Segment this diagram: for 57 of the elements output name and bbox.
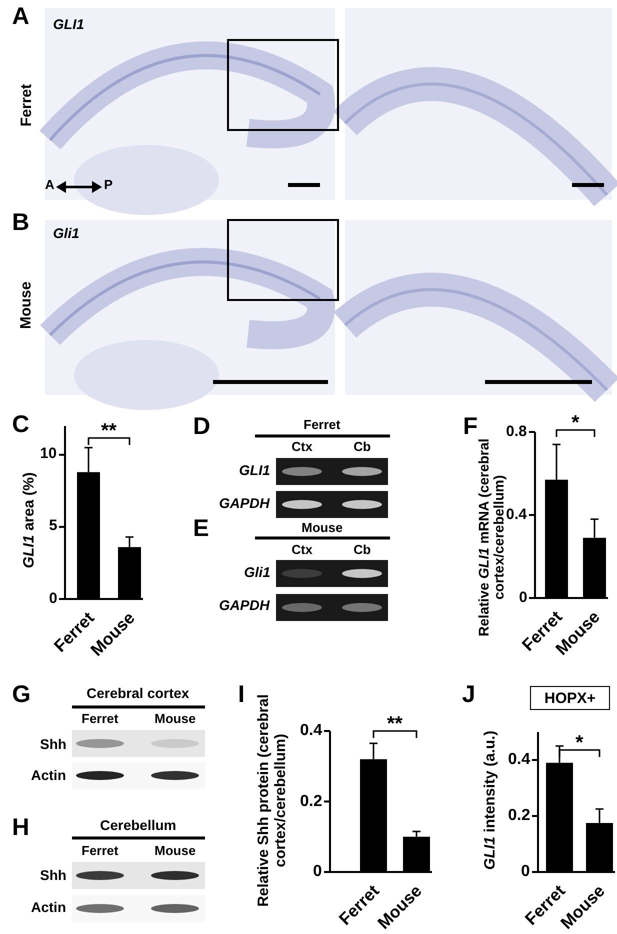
label: Ferret: [82, 712, 118, 726]
significance-marker: **: [387, 713, 403, 735]
label: GLI1: [239, 463, 270, 478]
tick-label: 0.4: [508, 751, 530, 769]
label: GLI1: [53, 17, 84, 32]
tick-label: 0: [519, 590, 528, 606]
tick-label: 0.2: [300, 792, 322, 810]
label: GAPDH: [219, 496, 270, 512]
label: P: [104, 178, 113, 192]
box-label: HOPX+: [544, 690, 596, 706]
label: Mouse: [154, 712, 196, 726]
label: Cb: [354, 543, 371, 558]
panel-letter: J: [462, 682, 476, 708]
axis-title: GLI1 intensity (a.u.): [482, 730, 498, 870]
panel-letter: A: [12, 4, 30, 30]
tick-label: 0: [313, 863, 322, 881]
significance-marker: *: [576, 732, 584, 754]
label: Ferret: [82, 844, 118, 858]
tick-label: 0: [521, 863, 530, 881]
label: Mouse: [154, 844, 196, 858]
label: Cerebellum: [100, 818, 176, 834]
panel-letter: E: [193, 516, 210, 542]
row-label: Mouse: [18, 281, 35, 328]
panel-letter: G: [12, 682, 31, 708]
significance-marker: *: [572, 412, 580, 434]
label: Actin: [31, 768, 66, 784]
tick-label: 0.4: [506, 506, 527, 522]
label: Ctx: [292, 440, 312, 454]
tick-label: 10: [40, 446, 57, 463]
label: Gli1: [53, 226, 80, 242]
label: Actin: [31, 900, 66, 916]
label-box: [530, 686, 610, 710]
panel-letter: F: [463, 414, 478, 440]
label: Shh: [40, 868, 66, 884]
label: Cerebral cortex: [86, 686, 190, 702]
panel-letter: B: [12, 210, 30, 236]
tick-label: 5: [49, 518, 58, 535]
label: Ferret: [304, 418, 340, 432]
label: Shh: [40, 737, 66, 752]
significance-marker: **: [101, 420, 117, 442]
tick-label: 0.4: [300, 722, 322, 740]
row-label: Ferret: [18, 83, 36, 126]
tick-label: 0.8: [506, 424, 527, 440]
tick-label: 0.2: [508, 807, 530, 825]
label: Ctx: [292, 543, 312, 558]
panel-letter: D: [193, 414, 210, 440]
panel-letter: H: [12, 815, 30, 842]
label: A: [45, 178, 54, 192]
panel-letter: I: [238, 682, 245, 708]
panel-letter: C: [12, 412, 30, 438]
label: Gli1: [244, 565, 270, 580]
label: GAPDH: [219, 598, 270, 614]
label: Cb: [354, 440, 371, 454]
axis-title: Relative Shh protein (cerebral cortex/cerebellum): [256, 692, 288, 908]
label: Mouse: [302, 521, 343, 536]
axis-title: GLI1 area (%): [22, 472, 38, 568]
tick-label: 0: [49, 590, 58, 607]
